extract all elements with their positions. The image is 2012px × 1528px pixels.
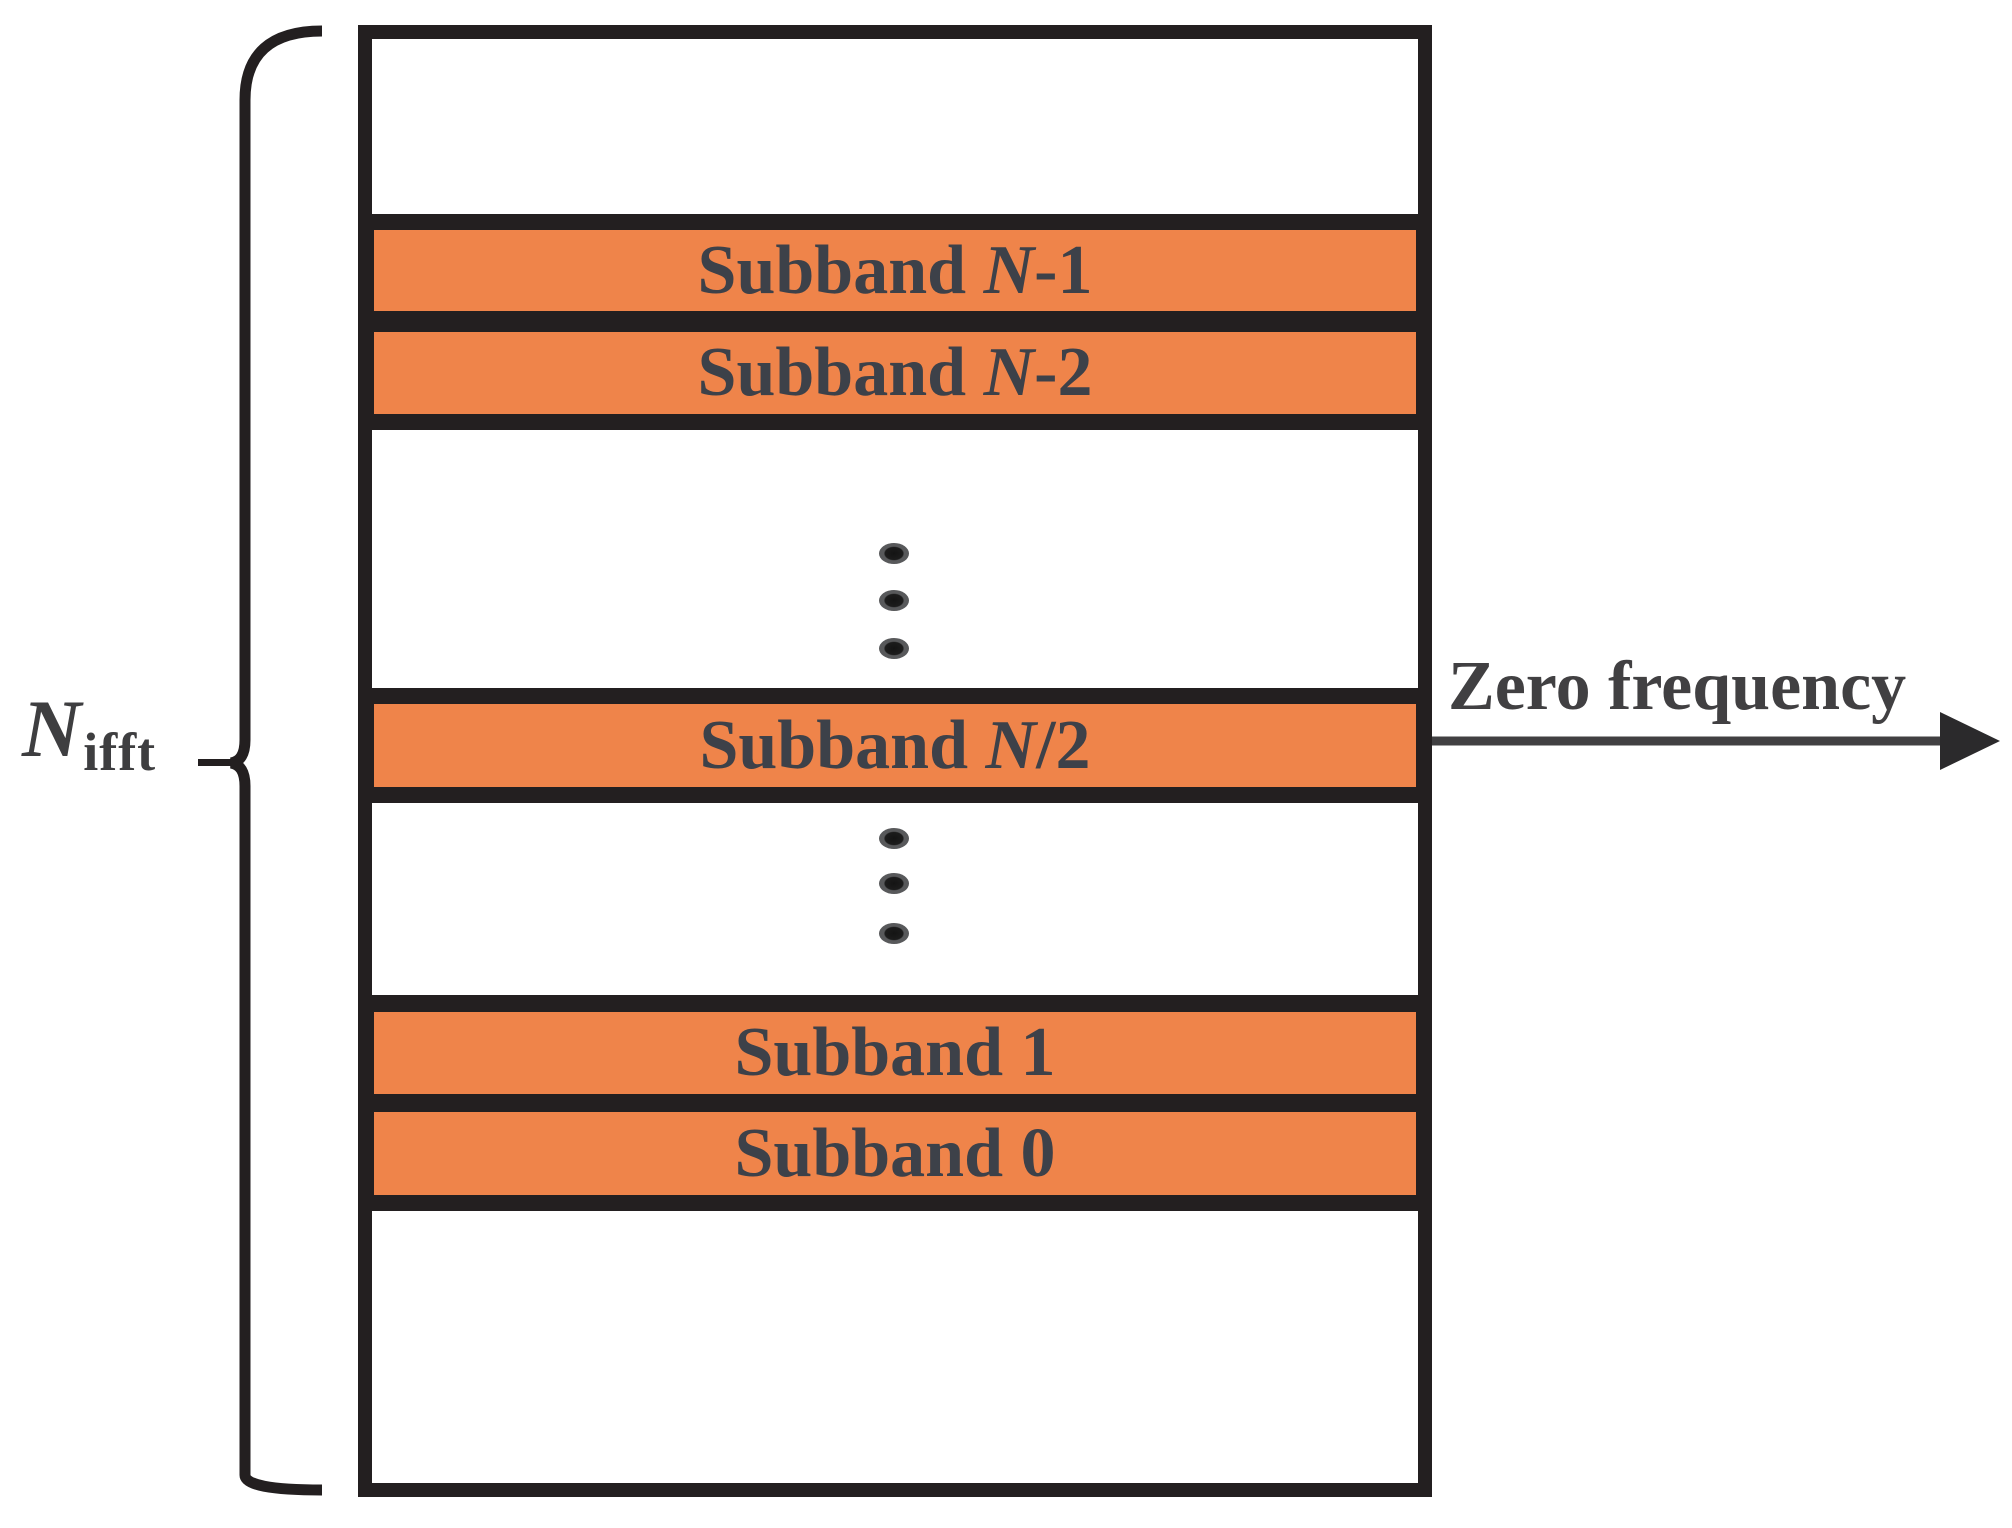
band-separator xyxy=(372,416,1418,430)
vertical-ellipsis-dot-icon xyxy=(879,590,909,611)
band-separator xyxy=(372,1197,1418,1211)
subband-row-n-half: Subband N/2 xyxy=(372,702,1418,789)
band-separator xyxy=(372,1096,1418,1110)
subband-label-post: -2 xyxy=(1034,334,1093,411)
subband-label-pre: Subband xyxy=(699,706,986,784)
subband-row-0: Subband 0 xyxy=(372,1110,1418,1197)
vertical-ellipsis-dot-icon xyxy=(879,638,909,659)
subband-label-pre: Subband xyxy=(697,231,984,309)
zero-frequency-arrow-icon xyxy=(1432,712,2000,770)
subband-label-var: N xyxy=(983,231,1035,309)
band-separator xyxy=(372,995,1418,1010)
subband-label-pre: Subband xyxy=(734,1014,1021,1091)
vertical-ellipsis-dot-icon xyxy=(879,873,909,894)
zero-frequency-label: Zero frequency xyxy=(1448,648,1907,725)
subband-row-n-minus-2: Subband N-2 xyxy=(372,330,1418,416)
vertical-ellipsis-dot-icon xyxy=(879,543,909,564)
subband-label-post: 1 xyxy=(1020,1014,1056,1091)
nifft-subscript: ifft xyxy=(83,722,157,782)
subband-label-post: /2 xyxy=(1036,706,1091,784)
subband-label-post: -1 xyxy=(1034,231,1093,309)
vertical-ellipsis-dot-icon xyxy=(879,923,909,944)
subband-label-var: N xyxy=(983,334,1035,411)
nifft-symbol: N xyxy=(22,683,82,774)
band-separator xyxy=(372,789,1418,803)
label-connector-dash xyxy=(198,759,234,766)
band-separator xyxy=(372,214,1418,228)
subband-label-var: N xyxy=(985,706,1037,784)
subband-row-n-minus-1: Subband N-1 xyxy=(372,228,1418,313)
subband-label-pre: Subband xyxy=(734,1114,1021,1192)
band-separator xyxy=(372,688,1418,702)
band-separator xyxy=(372,313,1418,330)
curly-brace-icon xyxy=(229,25,323,1496)
ifft-vector-rectangle: Subband N-1 Subband N-2 Subband N/2 Subb… xyxy=(358,25,1432,1497)
subband-label-pre: Subband xyxy=(697,334,984,411)
nifft-label: Nifft xyxy=(22,688,155,780)
subband-row-1: Subband 1 xyxy=(372,1010,1418,1096)
subband-label-post: 0 xyxy=(1020,1114,1056,1192)
vertical-ellipsis-dot-icon xyxy=(879,828,909,849)
